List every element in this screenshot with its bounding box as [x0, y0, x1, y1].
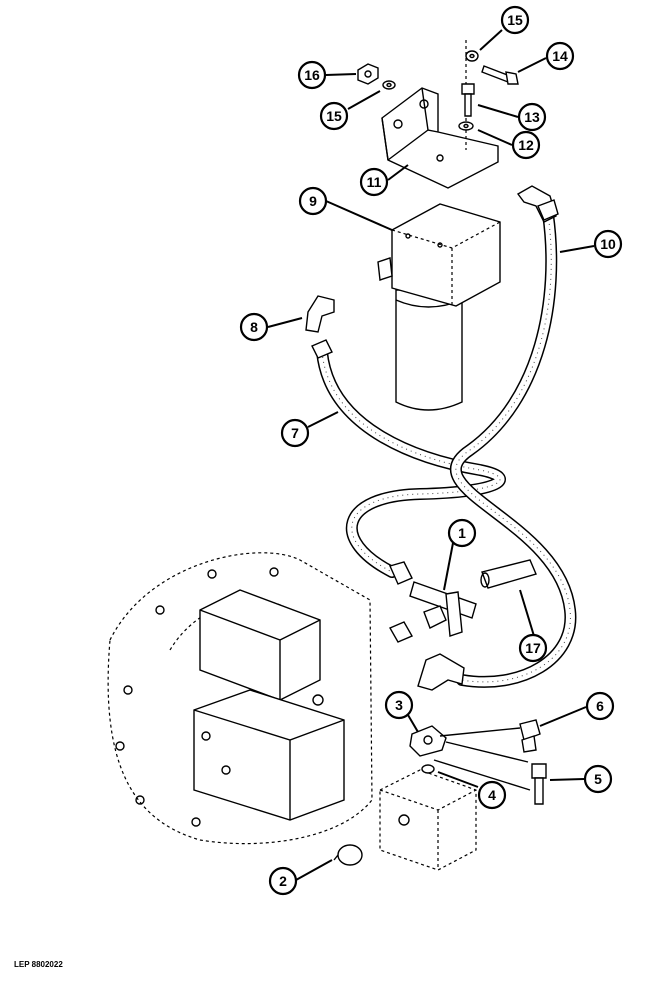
svg-text:5: 5	[594, 771, 602, 787]
hose-fitting-lower	[389, 561, 413, 585]
hose-elbow-lower	[417, 653, 465, 691]
svg-text:11: 11	[367, 174, 382, 190]
callout-1: 1	[447, 518, 477, 548]
svg-text:3: 3	[395, 697, 403, 713]
callout-7: 7	[280, 418, 310, 448]
mounting-bracket	[381, 40, 499, 189]
washer-upper-left	[382, 80, 396, 90]
washer-top	[465, 50, 479, 62]
hose-fitting-top-left	[311, 339, 333, 359]
callout-15-top: 15	[500, 5, 530, 35]
svg-text:16: 16	[304, 67, 320, 83]
hex-nut	[357, 63, 379, 85]
tee-fitting	[409, 581, 477, 637]
svg-text:1: 1	[458, 525, 466, 541]
pump-housing	[107, 552, 413, 845]
callout-4: 4	[477, 780, 507, 810]
svg-text:10: 10	[600, 236, 616, 252]
hose-10	[450, 208, 577, 688]
cap-screw	[531, 763, 547, 805]
callout-8: 8	[239, 312, 269, 342]
reference-code: LEP 8802022	[14, 960, 63, 969]
cap	[333, 844, 363, 866]
callout-12: 12	[511, 130, 541, 160]
callout-17: 17	[518, 633, 548, 663]
callout-3: 3	[384, 690, 414, 720]
washer-bracket	[458, 121, 474, 131]
svg-text:4: 4	[488, 787, 496, 803]
callout-16: 16	[297, 60, 327, 90]
hose-7	[316, 346, 506, 578]
svg-text:7: 7	[291, 425, 299, 441]
hose-elbow-top-right	[516, 185, 559, 223]
bolt-horizontal	[481, 65, 519, 85]
svg-text:13: 13	[524, 109, 540, 125]
callout-15-left: 15	[319, 101, 349, 131]
svg-text:14: 14	[552, 48, 568, 64]
callout-5: 5	[583, 764, 613, 794]
svg-text:6: 6	[596, 698, 604, 714]
svg-text:9: 9	[309, 193, 317, 209]
callout-10: 10	[593, 229, 623, 259]
svg-text:12: 12	[518, 137, 534, 153]
flange-leader-lines	[433, 727, 531, 791]
callout-14: 14	[545, 41, 575, 71]
callout-2: 2	[268, 866, 298, 896]
callout-13: 13	[517, 102, 547, 132]
callout-9: 9	[298, 186, 328, 216]
sleeve-17	[480, 559, 537, 589]
callout-11: 11	[359, 167, 389, 197]
leader-lines	[267, 29, 595, 881]
callout-6: 6	[585, 691, 615, 721]
o-ring	[421, 764, 435, 774]
svg-text:17: 17	[525, 640, 541, 656]
bolt-vertical	[461, 83, 475, 117]
cover-block	[379, 769, 477, 871]
svg-text:8: 8	[250, 319, 258, 335]
elbow-fitting	[305, 295, 335, 333]
filter-assembly	[377, 203, 501, 411]
split-flange	[409, 725, 447, 757]
svg-text:2: 2	[279, 873, 287, 889]
svg-text:15: 15	[507, 12, 523, 28]
adapter-fitting	[519, 719, 541, 753]
svg-text:15: 15	[326, 108, 342, 124]
